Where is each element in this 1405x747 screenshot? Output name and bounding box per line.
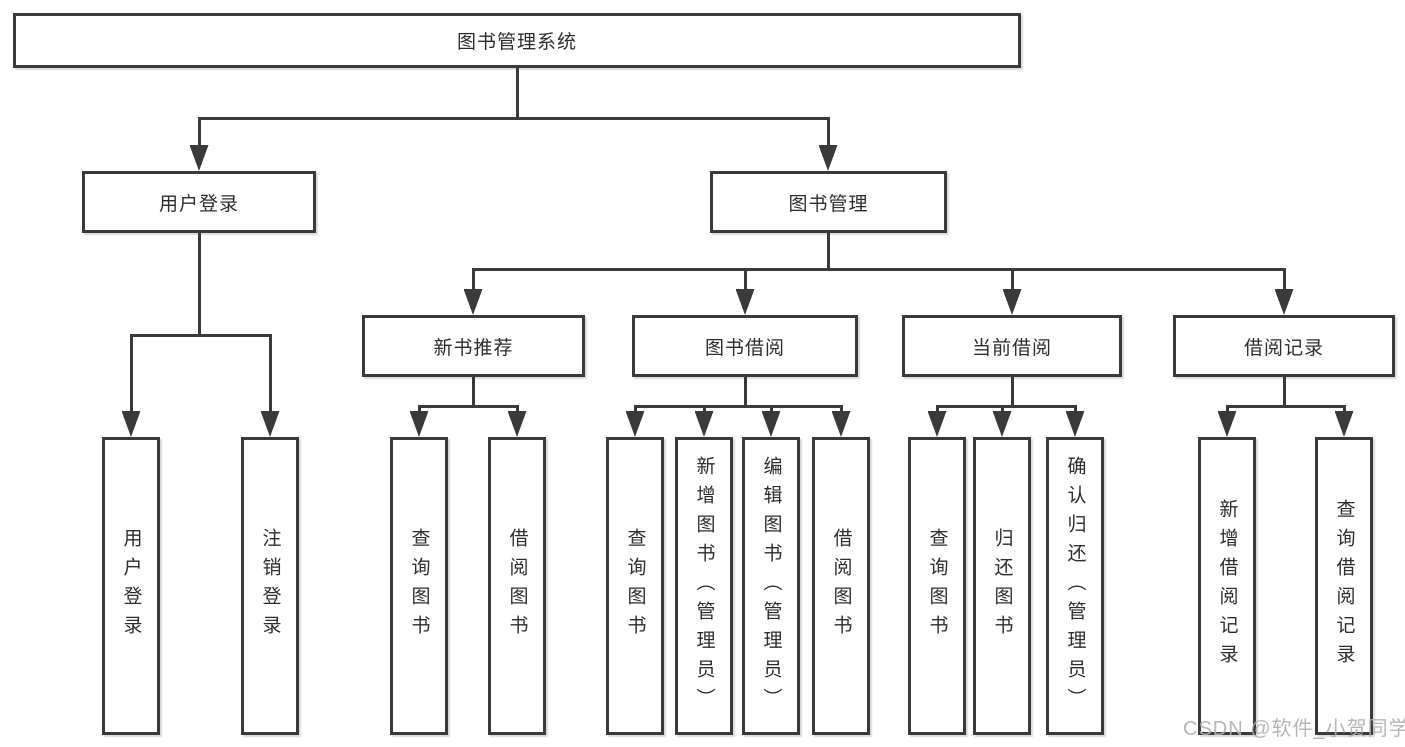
connector-line	[1010, 377, 1014, 408]
arrow-head-icon	[1334, 411, 1354, 437]
arrow-shaft	[633, 405, 637, 413]
connector-line	[129, 334, 271, 337]
arrow-shaft	[515, 405, 519, 413]
arrow-shaft	[471, 268, 475, 291]
arrow-shaft	[197, 117, 201, 147]
arrow-shaft	[826, 117, 830, 147]
arrow-shaft	[129, 334, 133, 413]
connector-line	[417, 405, 519, 408]
arrow-shaft	[1225, 405, 1229, 413]
arrow-head-icon	[735, 289, 755, 315]
leaf-return-books: 归还图书	[973, 437, 1031, 735]
leaf-query-borrow-record: 查询借阅记录	[1315, 437, 1373, 735]
arrow-head-icon	[831, 411, 851, 437]
arrow-shaft	[839, 405, 843, 413]
arrow-head-icon	[1065, 411, 1085, 437]
arrow-head-icon	[1002, 289, 1022, 315]
arrow-shaft	[417, 405, 421, 413]
leaf-edit-books-admin: 编辑图书（管理员）	[742, 437, 800, 735]
leaf-borrow-books-1: 借阅图书	[488, 437, 546, 735]
arrow-head-icon	[992, 411, 1012, 437]
leaf-query-books-2: 查询图书	[606, 437, 664, 735]
arrow-head-icon	[463, 289, 483, 315]
node-book-management: 图书管理	[710, 171, 947, 233]
connector-line	[743, 377, 747, 408]
arrow-head-icon	[1217, 411, 1237, 437]
arrow-shaft	[702, 405, 706, 413]
leaf-query-books-1: 查询图书	[390, 437, 448, 735]
arrow-head-icon	[121, 411, 141, 437]
connector-line	[515, 68, 519, 118]
arrow-head-icon	[409, 411, 429, 437]
arrow-shaft	[1010, 268, 1014, 291]
connector-line	[1282, 377, 1286, 408]
arrow-head-icon	[507, 411, 527, 437]
arrow-shaft	[769, 405, 773, 413]
node-borrow-records: 借阅记录	[1173, 315, 1395, 377]
leaf-borrow-books-2: 借阅图书	[812, 437, 870, 735]
arrow-shaft	[1282, 268, 1286, 291]
arrow-shaft	[935, 405, 939, 413]
connector-line	[471, 268, 1286, 271]
connector-line	[633, 405, 843, 408]
connector-line	[826, 233, 830, 271]
arrow-head-icon	[1274, 289, 1294, 315]
connector-line	[471, 377, 475, 408]
arrow-shaft	[743, 268, 747, 291]
arrow-head-icon	[761, 411, 781, 437]
leaf-user-login: 用户登录	[102, 437, 160, 735]
arrow-head-icon	[927, 411, 947, 437]
arrow-head-icon	[189, 145, 209, 171]
leaf-add-borrow-record: 新增借阅记录	[1198, 437, 1256, 735]
connector-line	[1225, 405, 1346, 408]
arrow-shaft	[1000, 405, 1004, 413]
leaf-add-books-admin: 新增图书（管理员）	[675, 437, 733, 735]
arrow-head-icon	[694, 411, 714, 437]
arrow-head-icon	[260, 411, 280, 437]
node-current-borrow: 当前借阅	[902, 315, 1122, 377]
node-new-book-recommend: 新书推荐	[362, 315, 585, 377]
connector-line	[197, 233, 201, 337]
node-user-login: 用户登录	[82, 171, 316, 233]
leaf-query-books-3: 查询图书	[908, 437, 966, 735]
arrow-head-icon	[818, 145, 838, 171]
arrow-shaft	[1073, 405, 1077, 413]
arrow-shaft	[1342, 405, 1346, 413]
connector-line	[935, 405, 1077, 408]
arrow-head-icon	[625, 411, 645, 437]
node-root-system: 图书管理系统	[13, 13, 1021, 68]
arrow-shaft	[268, 334, 272, 413]
leaf-logout: 注销登录	[241, 437, 299, 735]
node-book-borrow: 图书借阅	[632, 315, 858, 377]
leaf-confirm-return-admin: 确认归还（管理员）	[1046, 437, 1104, 735]
connector-line	[197, 117, 830, 120]
csdn-watermark: CSDN @软件_小贺同学	[1183, 718, 1405, 740]
